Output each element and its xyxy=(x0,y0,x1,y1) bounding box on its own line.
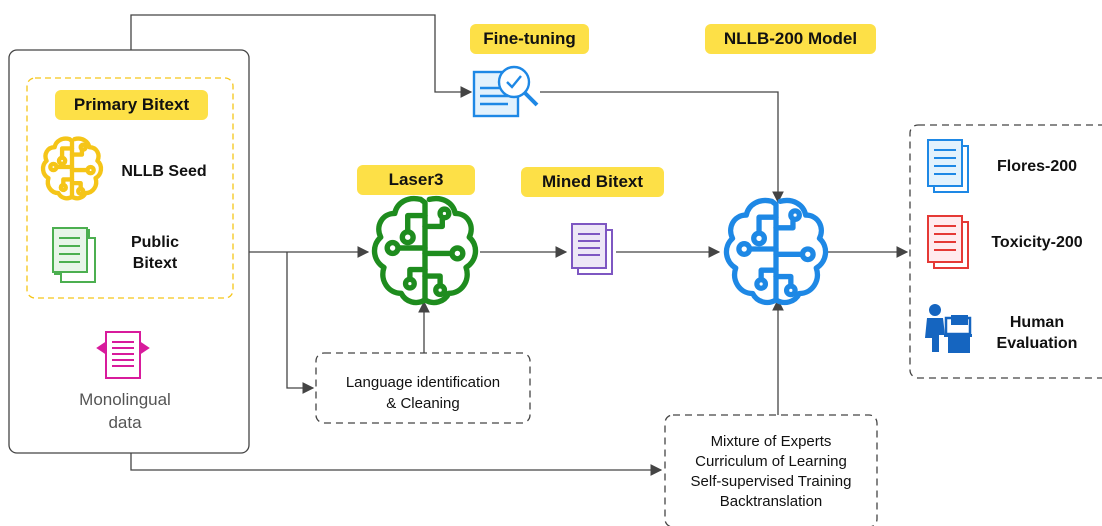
training-line3: Self-supervised Training xyxy=(690,473,852,490)
language-id-line1: Language identification xyxy=(345,374,501,391)
language-id-box xyxy=(315,352,531,424)
top-connector xyxy=(130,14,473,98)
public-bitext-label-line1: Public xyxy=(130,234,179,251)
fine-tuning-document-search-icon xyxy=(472,65,539,118)
monolingual-document-icon xyxy=(96,331,150,379)
public-bitext-document-icon xyxy=(52,227,96,283)
flores-200-label: Flores-200 xyxy=(996,158,1078,175)
primary-bitext-tag: Primary Bitext xyxy=(55,90,208,120)
primary-bitext-box xyxy=(26,77,234,299)
laser3-tag: Laser3 xyxy=(357,165,475,195)
monolingual-label-line2: data xyxy=(108,413,142,432)
source-to-langid-line xyxy=(286,252,315,394)
nllb-model-brain-icon xyxy=(723,197,829,306)
laser3-brain-icon xyxy=(371,195,479,306)
human-evaluation-label-line2: Evaluation xyxy=(996,335,1078,352)
toxicity-document-icon xyxy=(927,215,969,269)
human-evaluation-label-line1: Human xyxy=(1009,314,1065,331)
nllb-seed-brain-icon xyxy=(40,136,104,201)
evaluation-box xyxy=(909,124,1102,379)
person-at-computer-icon xyxy=(925,304,972,353)
mined-bitext-tag: Mined Bitext xyxy=(521,167,664,197)
training-box xyxy=(664,414,878,526)
training-line4: Backtranslation xyxy=(719,493,823,510)
training-line1: Mixture of Experts xyxy=(710,433,832,450)
finetune-to-model-line xyxy=(540,91,784,204)
language-id-line2: & Cleaning xyxy=(386,395,460,412)
nllb-seed-label: NLLB Seed xyxy=(121,163,207,180)
fine-tuning-tag: Fine-tuning xyxy=(470,24,589,54)
nllb-200-model-tag: NLLB-200 Model xyxy=(705,24,876,54)
training-line2: Curriculum of Learning xyxy=(695,453,847,470)
mined-bitext-document-icon xyxy=(571,223,613,275)
public-bitext-label-line2: Bitext xyxy=(132,255,178,272)
bottom-connector xyxy=(130,453,663,476)
toxicity-200-label: Toxicity-200 xyxy=(991,234,1083,251)
monolingual-label-line1: Monolingual xyxy=(79,390,171,409)
flores-document-icon xyxy=(927,139,969,193)
